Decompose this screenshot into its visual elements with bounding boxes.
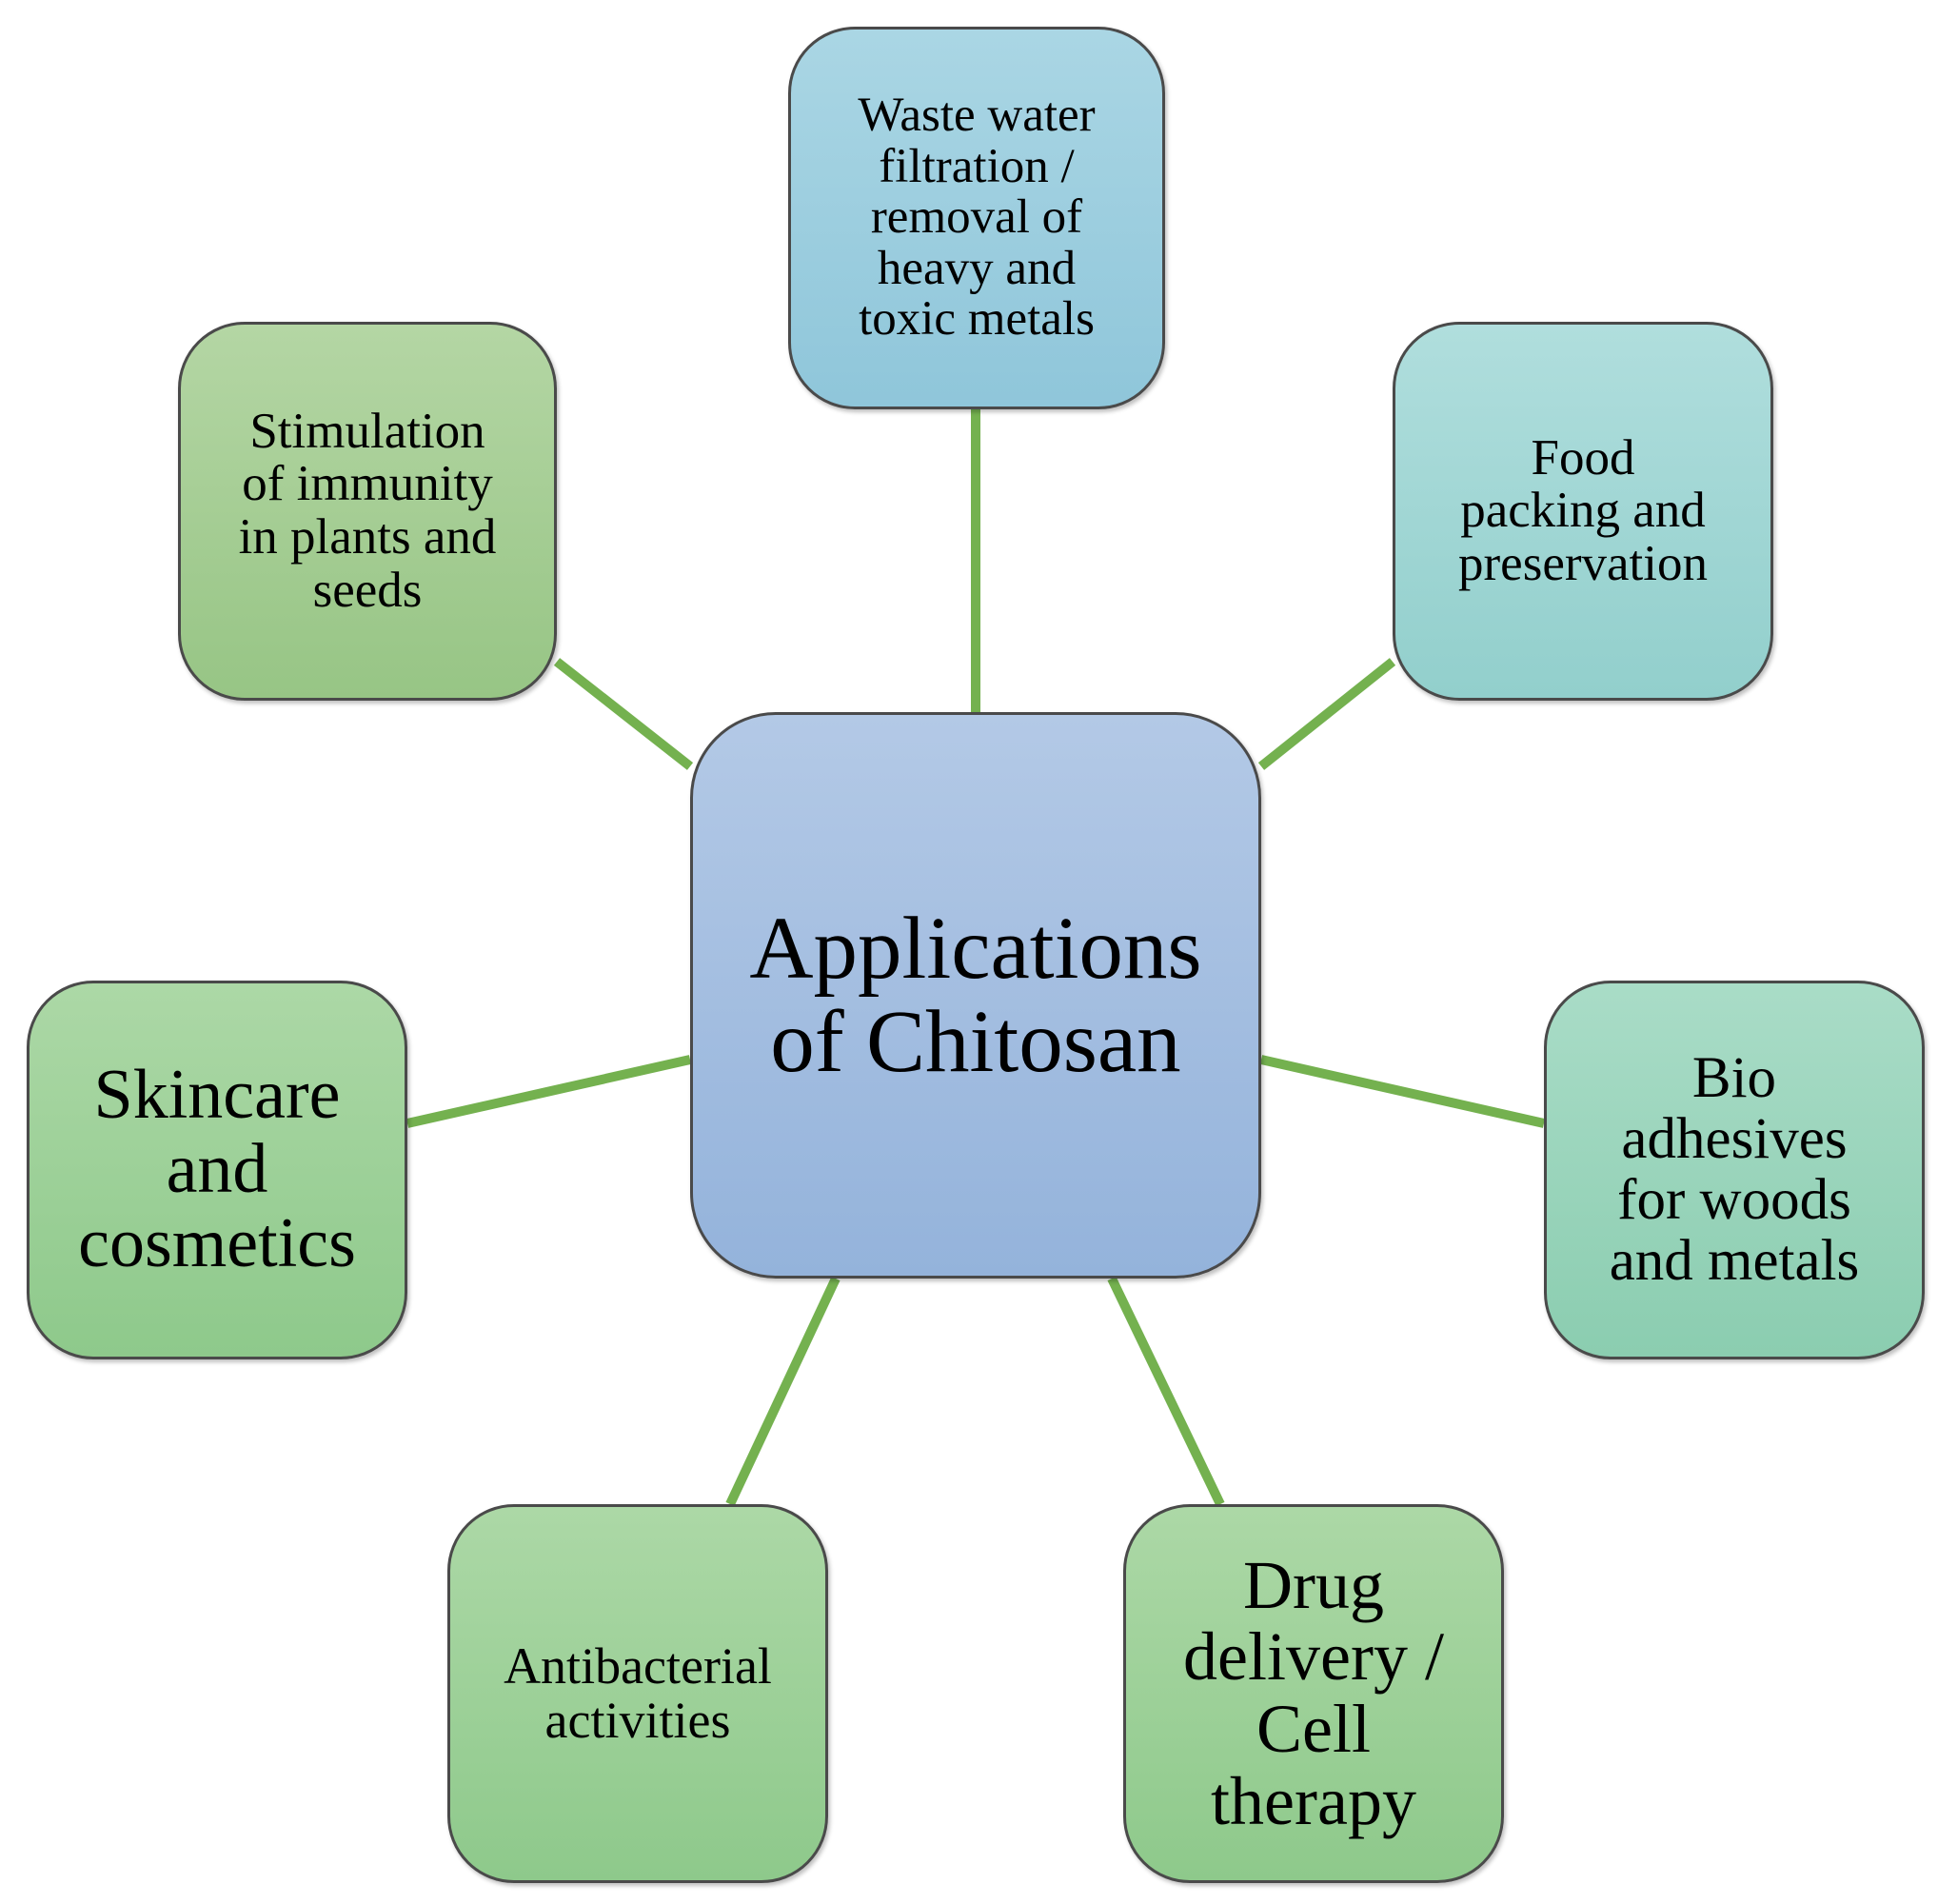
node-bio-adhesives-label: Bio adhesives for woods and metals <box>1609 1045 1860 1294</box>
node-bio-adhesives: Bio adhesives for woods and metals <box>1544 981 1925 1359</box>
node-skincare-label: Skincare and cosmetics <box>78 1056 356 1282</box>
node-antibacterial: Antibacterial activities <box>447 1504 828 1883</box>
node-food-packing: Food packing and preservation <box>1393 322 1773 701</box>
connector-stimulation <box>553 658 694 770</box>
node-waste-water-label: Waste water filtration / removal of heav… <box>858 89 1096 347</box>
node-waste-water: Waste water filtration / removal of heav… <box>788 27 1165 409</box>
node-drug-delivery-label: Drug delivery / Cell therapy <box>1183 1546 1444 1839</box>
connector-skincare <box>405 1055 692 1128</box>
connector-drug-delivery <box>1107 1276 1225 1507</box>
connector-antibacterial <box>725 1276 840 1507</box>
node-skincare: Skincare and cosmetics <box>27 981 407 1359</box>
node-stimulation: Stimulation of immunity in plants and se… <box>178 322 557 701</box>
node-food-packing-label: Food packing and preservation <box>1458 429 1708 591</box>
node-stimulation-label: Stimulation of immunity in plants and se… <box>238 403 497 618</box>
node-antibacterial-label: Antibacterial activities <box>504 1637 772 1749</box>
connector-bio-adhesives <box>1259 1055 1546 1128</box>
center-node: Applications of Chitosan <box>690 712 1261 1279</box>
connector-food-packing <box>1257 658 1396 770</box>
center-node-label: Applications of Chitosan <box>749 899 1202 1091</box>
node-drug-delivery: Drug delivery / Cell therapy <box>1123 1504 1504 1883</box>
